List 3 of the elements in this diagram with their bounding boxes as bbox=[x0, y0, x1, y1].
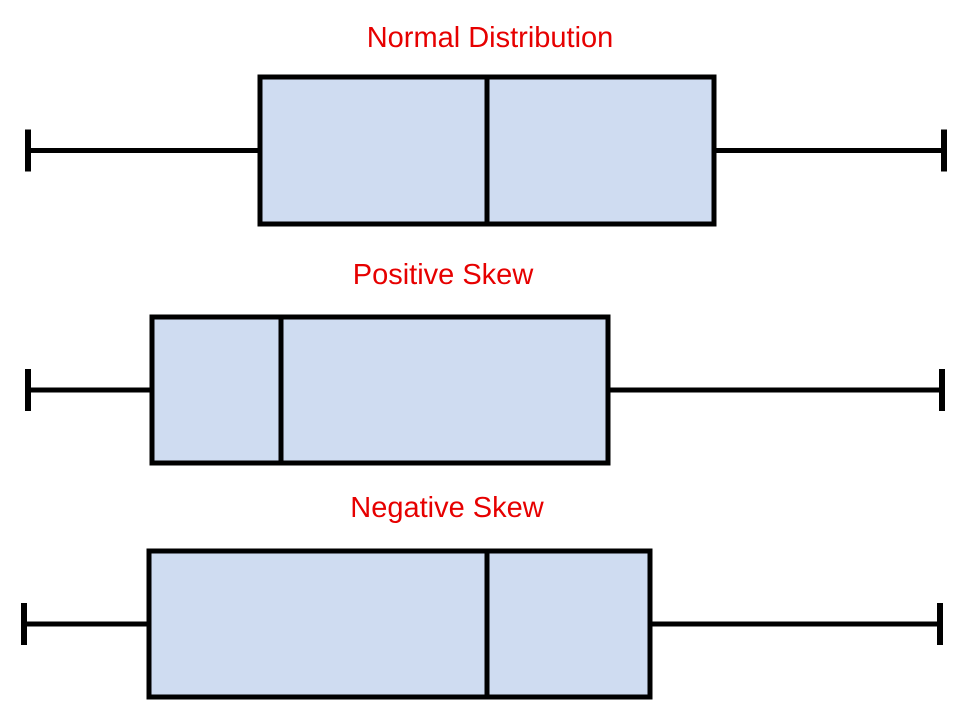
chart-title: Negative Skew bbox=[350, 491, 544, 526]
chart-title: Normal Distribution bbox=[366, 21, 614, 56]
chart-title: Positive Skew bbox=[352, 258, 534, 293]
